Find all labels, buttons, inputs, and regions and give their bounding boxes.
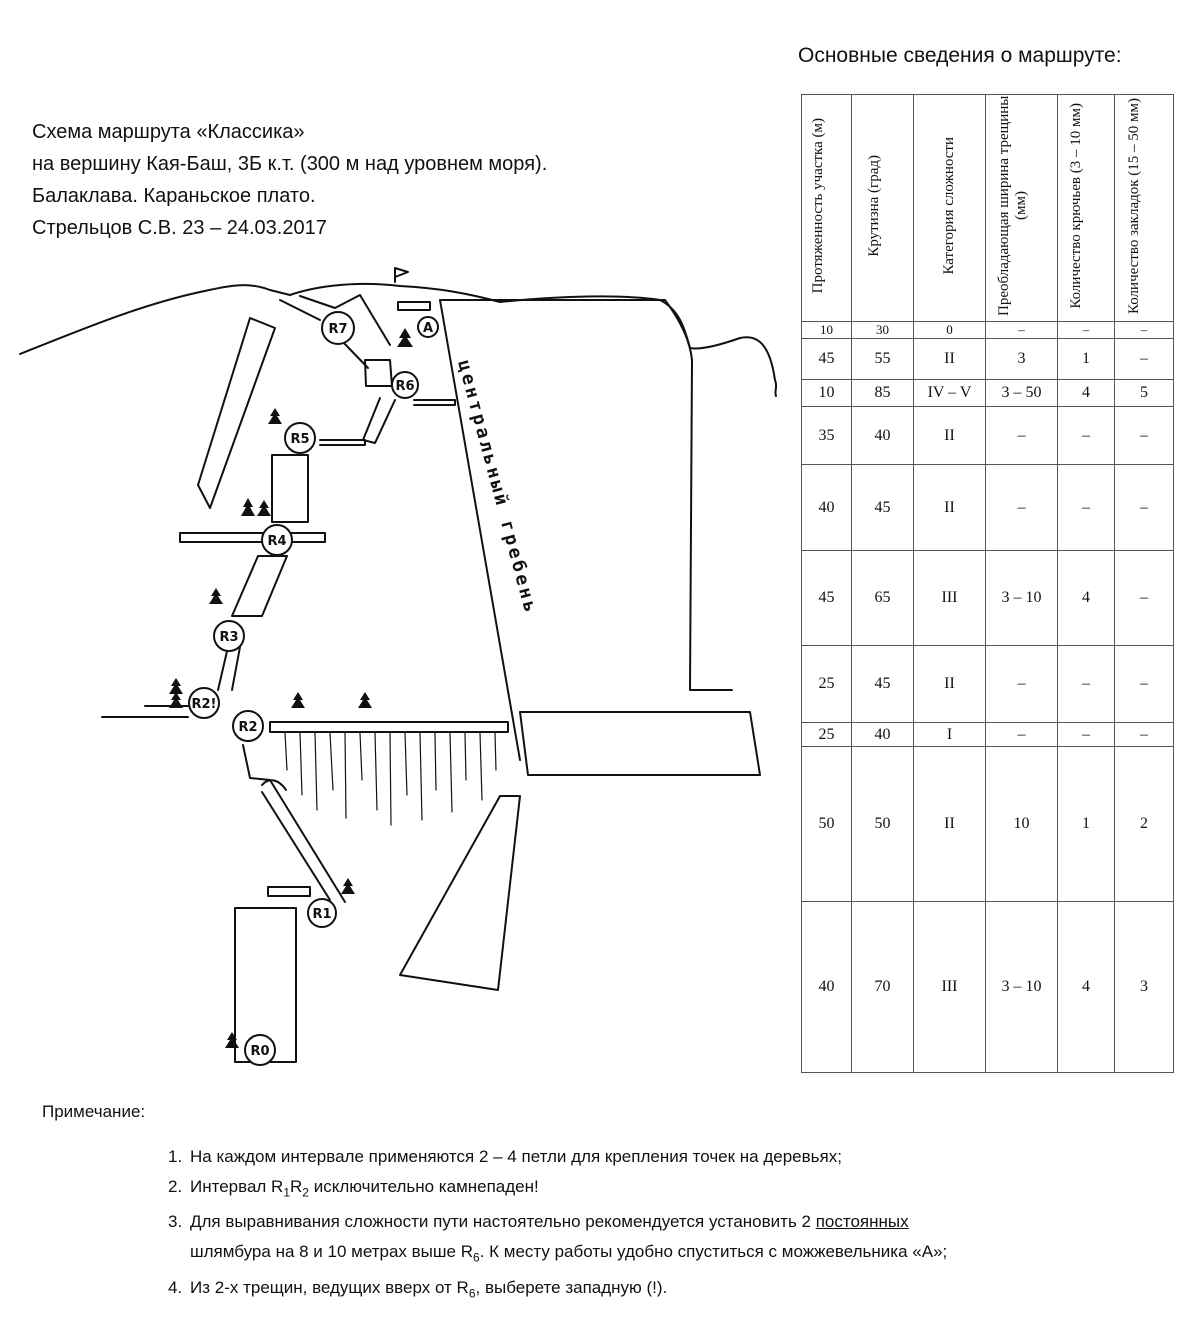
- route-table: Протяженность участка (м) Крутизна (град…: [801, 94, 1174, 1073]
- central-ridge-slab: [439, 299, 733, 691]
- route-diagram: R7 A R6 R5 R4 R3 R2! R2 R1 R0 центральны…: [19, 267, 778, 1066]
- point-r6: R6: [395, 379, 414, 394]
- point-r1: R1: [312, 907, 331, 922]
- note-item: 1. На каждом интервале применяются 2 – 4…: [168, 1147, 842, 1166]
- notes-list: 1. На каждом интервале применяются 2 – 4…: [168, 1142, 1168, 1308]
- title-line-2: на вершину Кая-Баш, 3Б к.т. (300 м над у…: [32, 153, 548, 175]
- point-r2: R2: [238, 720, 257, 735]
- point-r2-prime: R2!: [192, 697, 217, 712]
- point-r5: R5: [290, 432, 309, 447]
- start-block: [234, 907, 297, 1063]
- lower-right-block: [519, 711, 761, 776]
- lower-slab: [399, 795, 521, 991]
- point-r3: R3: [219, 630, 238, 645]
- note-item: 3. Для выравнивания сложности пути насто…: [168, 1212, 948, 1265]
- header-length: Протяженность участка (м): [801, 94, 852, 322]
- title-line-1: Схема маршрута «Классика»: [32, 121, 305, 143]
- title-line-4: Стрельцов С.В. 23 – 24.03.2017: [32, 217, 327, 239]
- header-pitons: Количество крючьев (3 – 10 мм): [1057, 94, 1115, 322]
- upper-left-slab: [197, 317, 276, 509]
- header-steepness: Крутизна (град): [851, 94, 914, 322]
- summit-flag: [394, 267, 409, 283]
- ridge-label: центральный гребень: [453, 358, 541, 617]
- table-header-row: Протяженность участка (м) Крутизна (град…: [801, 94, 1174, 322]
- header-crack-width: Преобладающая ширина трещины (мм): [985, 94, 1058, 322]
- note-item: 4. Из 2-х трещин, ведущих вверх от R6, в…: [168, 1277, 668, 1301]
- point-a: A: [423, 321, 433, 336]
- header-difficulty: Категория сложности: [913, 94, 986, 322]
- summit-skyline: [19, 282, 778, 397]
- note-item: 2. Интервал R1R2 исключительно камнепаде…: [168, 1177, 539, 1200]
- point-r7: R7: [328, 322, 347, 337]
- point-r0: R0: [250, 1044, 269, 1059]
- header-chocks: Количество закладок (15 – 50 мм): [1114, 94, 1174, 322]
- point-r4: R4: [267, 534, 286, 549]
- terrace-ledge: [269, 721, 509, 733]
- notes-title: Примечание:: [42, 1102, 146, 1121]
- title-line-3: Балаклава. Караньское плато.: [32, 185, 316, 207]
- table-heading: Основные сведения о маршруте:: [798, 44, 1122, 67]
- schema-title: Схема маршрута «Классика» на вершину Кая…: [32, 116, 547, 244]
